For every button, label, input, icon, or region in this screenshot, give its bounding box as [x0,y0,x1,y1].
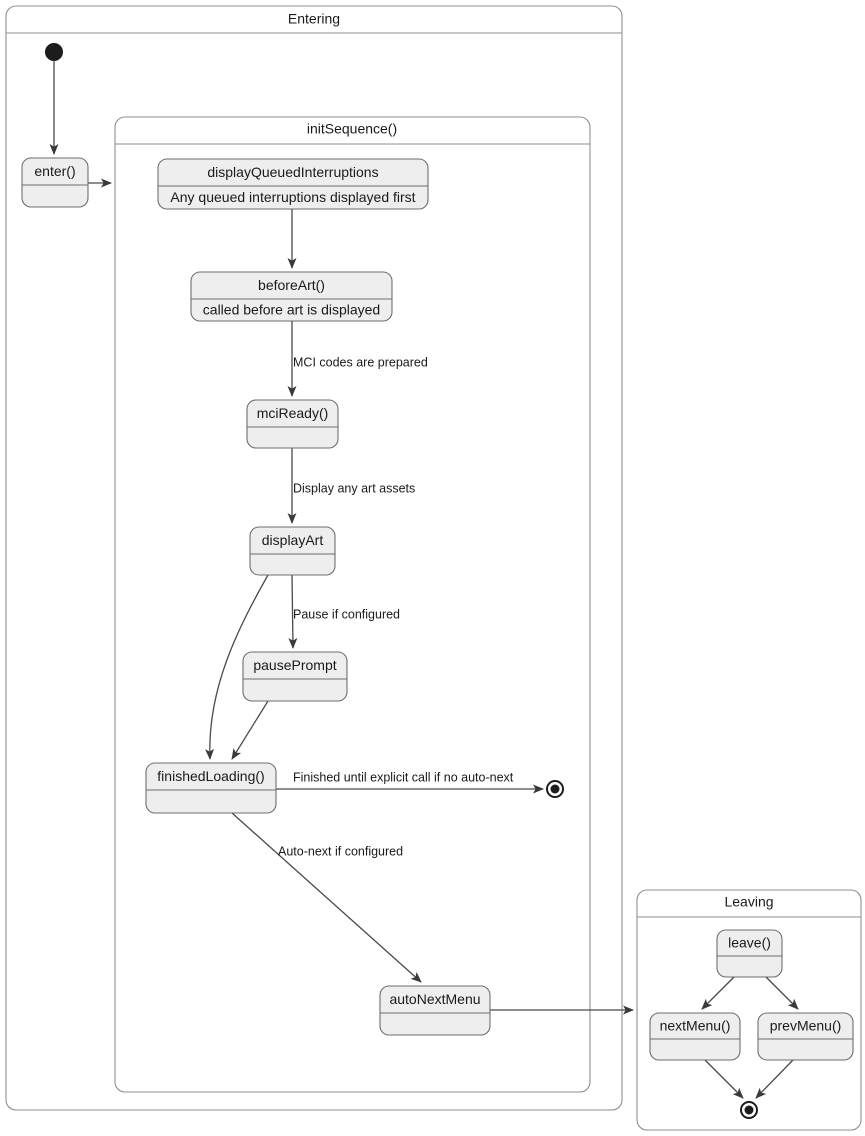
transition-leave-to-nextMenu[interactable] [701,976,735,1010]
composite-outline [636,889,862,1131]
transitions-layer [49,61,799,1099]
state-finishedLoading[interactable]: finishedLoading() [145,762,277,814]
state-enter[interactable]: enter() [21,157,89,208]
state-description-label: Any queued interruptions displayed first [170,189,415,205]
transition-pausePrompt-to-finishedLoading[interactable] [231,700,269,760]
transition-finishedLoading-to-autoNextMenu[interactable] [231,812,422,983]
state-box [242,651,348,702]
state-box [190,271,393,322]
transition-prevMenu-to-final[interactable] [755,1059,794,1099]
composite-state-leaving[interactable]: Leaving [636,889,862,1131]
initial-state-icon [45,43,63,61]
state-beforeArt[interactable]: beforeArt() called before art is displaye… [190,271,393,322]
state-name-label: beforeArt() [258,277,325,293]
final-state-node[interactable] [740,1101,758,1119]
transition-displayArt-to-pausePrompt[interactable] [288,574,298,649]
initial-state-node[interactable] [45,43,63,61]
state-name-label: displayQueuedInterruptions [207,164,378,180]
state-box [145,762,277,814]
transition-label: Finished until explicit call if no auto-… [293,770,514,784]
transition-displayArt-to-finishedLoading[interactable] [205,574,269,760]
final-state-core-icon [744,1105,754,1115]
state-nextMenu[interactable]: nextMenu() [649,1012,741,1061]
state-name-label: autoNextMenu [389,991,480,1007]
transition-leave-to-prevMenu[interactable] [765,976,799,1010]
composite-outline [114,116,591,1093]
state-box [21,157,89,208]
transition-label: Pause if configured [293,607,400,621]
state-displayArt[interactable]: displayArt [249,526,336,576]
state-mciReady[interactable]: mciReady() [246,399,339,449]
state-autoNextMenu[interactable]: autoNextMenu [379,985,491,1036]
state-pausePrompt[interactable]: pausePrompt [242,651,348,702]
state-prevMenu[interactable]: prevMenu() [757,1012,854,1061]
state-name-label: prevMenu() [770,1018,842,1034]
composite-title: initSequence() [307,121,397,137]
composite-state-initSequence[interactable]: initSequence() [114,116,591,1093]
state-box [716,929,783,978]
state-name-label: pausePrompt [253,657,336,673]
state-box [157,158,429,210]
state-leave[interactable]: leave() [716,929,783,978]
pseudostates-layer [45,43,758,1119]
state-box [379,985,491,1036]
final-state-node[interactable] [546,780,564,798]
state-name-label: displayArt [262,532,324,548]
state-description-label: called before art is displayed [203,302,380,318]
transition-nextMenu-to-final[interactable] [704,1059,744,1099]
state-box [246,399,339,449]
state-name-label: enter() [34,163,75,179]
state-name-label: nextMenu() [660,1018,731,1034]
composite-title: Entering [288,11,340,27]
state-box [757,1012,854,1061]
state-name-label: finishedLoading() [157,768,264,784]
transition-label: MCI codes are prepared [293,355,428,369]
state-box [649,1012,741,1061]
transition-label: Auto-next if configured [278,844,403,858]
final-state-core-icon [550,784,560,794]
state-name-label: mciReady() [257,405,329,421]
state-box [249,526,336,576]
transition-label: Display any art assets [293,481,415,495]
composite-title: Leaving [724,894,773,910]
state-name-label: leave() [728,935,771,951]
